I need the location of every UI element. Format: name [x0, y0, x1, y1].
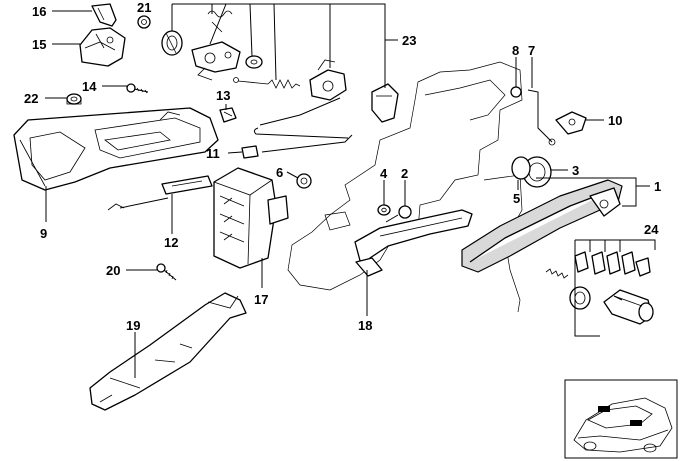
part-22-grommet: [66, 93, 82, 105]
callout-12: 12: [164, 235, 178, 250]
part-13-clip: [219, 107, 237, 123]
part-16-clip: [91, 3, 117, 27]
callout-19: 19: [126, 318, 140, 333]
callout-7: 7: [528, 43, 535, 58]
part-14-screw: [126, 83, 149, 94]
callout-6: 6: [276, 165, 283, 180]
callout-5: 5: [513, 191, 520, 206]
part-24-lock-cylinder-set: [545, 251, 654, 325]
callout-3: 3: [572, 163, 579, 178]
callout-2: 2: [401, 166, 408, 181]
leader-lines: [45, 3, 656, 378]
callout-10: 10: [608, 113, 622, 128]
part-7-rod: [527, 89, 556, 146]
control-rods: [119, 97, 353, 209]
part-23-lock-mechanism: [161, 10, 399, 123]
callout-11: 11: [206, 146, 220, 161]
callout-22: 22: [24, 91, 38, 106]
callout-18: 18: [358, 318, 372, 333]
callout-21: 21: [137, 0, 151, 15]
callout-1: 1: [654, 179, 661, 194]
part-17-lock-housing: [213, 167, 289, 269]
callout-8: 8: [512, 43, 519, 58]
callout-15: 15: [32, 37, 46, 52]
part-9-interior-handle: [13, 107, 219, 191]
callout-23: 23: [402, 33, 416, 48]
part-6-nut: [296, 173, 312, 189]
part-5-bushing: [511, 156, 531, 180]
part-18-handle-carrier: [354, 209, 473, 277]
callout-16: 16: [32, 4, 46, 19]
callout-13: 13: [216, 88, 230, 103]
callout-20: 20: [106, 263, 120, 278]
callout-24: 24: [644, 222, 659, 237]
callout-labels: 16 15 21 22 14 13 11 9 12 20 17 19 6 23 …: [24, 0, 661, 333]
part-15-bracket: [79, 27, 126, 67]
callout-4: 4: [380, 166, 388, 181]
part-21-nut: [137, 15, 151, 29]
part-4-washer: [377, 204, 391, 216]
part-12-rod-connector: [107, 175, 213, 211]
callout-14: 14: [82, 79, 97, 94]
part-2-bolt: [385, 205, 412, 223]
part-20-screw: [156, 263, 177, 281]
callout-17: 17: [254, 292, 268, 307]
car-location-thumbnail: [564, 379, 678, 459]
part-8-nut: [510, 86, 522, 98]
part-10-clip: [555, 111, 587, 135]
part-11-clip: [241, 145, 259, 159]
part-19-carrier-plate: [89, 292, 247, 411]
callout-9: 9: [40, 226, 47, 241]
part-1-outer-handle: [461, 179, 623, 273]
